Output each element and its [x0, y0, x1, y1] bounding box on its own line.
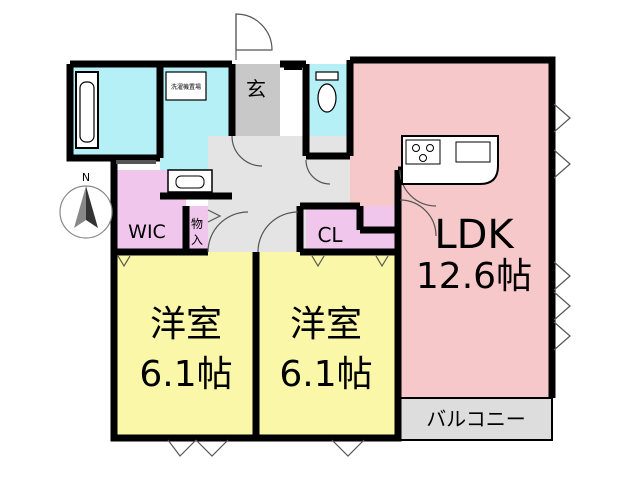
sink-icon [455, 141, 491, 163]
entrance-area [232, 64, 280, 136]
wic-label: WIC [128, 221, 166, 243]
door-swing-icon [257, 211, 299, 253]
door-swing-icon [235, 13, 273, 51]
window-icon [553, 261, 571, 291]
ldk-label: LDK [434, 212, 515, 258]
toilet-icon [315, 71, 339, 113]
storage-label-top: 物 [191, 217, 203, 231]
doors [117, 13, 571, 457]
bathtub-icon [75, 71, 99, 149]
ldk-size-label: 12.6帖 [416, 256, 532, 297]
room-labels: 玄 WIC 物 入 CL LDK 12.6帖 洋室 6.1帖 洋室 6.1帖 バ… [128, 77, 532, 431]
balcony-label: バルコニー [426, 407, 526, 431]
bedroom2-area [256, 252, 398, 438]
window-icon [553, 149, 571, 179]
bedroom2-label: 洋室 [290, 304, 362, 345]
door-swing-icon [305, 159, 331, 185]
walls [66, 56, 556, 442]
bedroom1-area [114, 252, 256, 438]
closet-label: CL [317, 223, 343, 247]
window-icon [553, 103, 571, 133]
bedroom1-size-label: 6.1帖 [139, 354, 232, 395]
storage-area [186, 206, 208, 252]
washer-label: 洗濯機置場 [171, 83, 201, 91]
door-swing-icon [231, 135, 263, 167]
entrance-label: 玄 [246, 77, 266, 101]
door-swing-icon [207, 211, 249, 253]
fixtures: 洗濯機置場 [75, 66, 499, 193]
kitchen-counter [401, 135, 499, 185]
compass-north-label: N [82, 171, 90, 184]
window-icon [553, 321, 571, 351]
room-fills [70, 60, 552, 440]
compass-icon: N [59, 171, 113, 239]
balcony-area [400, 398, 552, 440]
bedroom1-label: 洋室 [150, 304, 222, 345]
stove-icon [405, 139, 441, 165]
washbasin-icon [167, 169, 213, 193]
bedroom2-size-label: 6.1帖 [279, 354, 372, 395]
window-icon [553, 291, 571, 321]
storage-label-bottom: 入 [191, 233, 203, 247]
door-swing-icon [399, 199, 437, 237]
washer-space: 洗濯機置場 [165, 71, 207, 101]
